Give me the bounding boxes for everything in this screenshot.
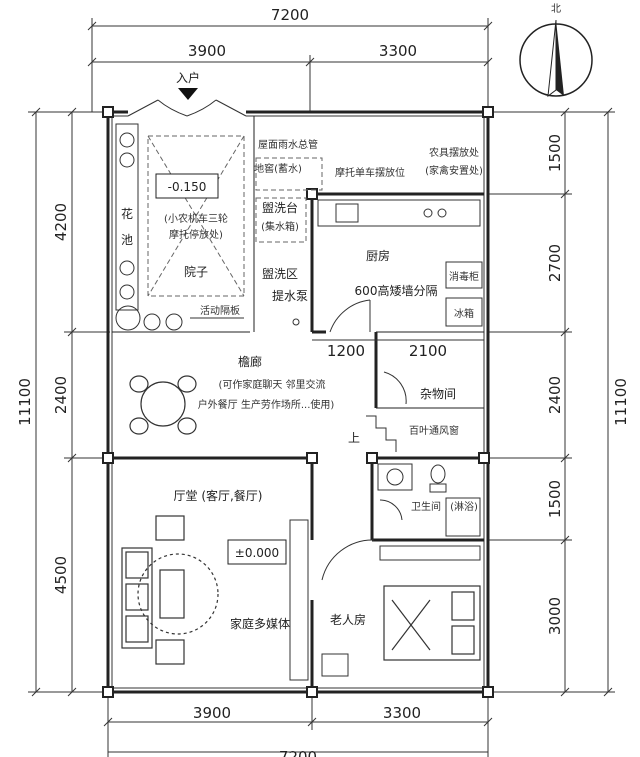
- disinfect-label: 消毒柜: [449, 270, 479, 283]
- elder-room-label: 老人房: [330, 612, 366, 627]
- dim-right-total: 11100: [612, 378, 630, 426]
- kitchen-counter: [317, 199, 481, 227]
- bathroom-label: 卫生间: [411, 500, 441, 513]
- stove-icon: [423, 208, 433, 218]
- hall-level-label: ±0.000: [235, 546, 279, 560]
- dim-bottom-total: 7200: [279, 748, 317, 757]
- moto-label: 摩托单车摆放位: [335, 166, 405, 179]
- dim-left-a: 4200: [52, 203, 70, 241]
- cellar-outline: [255, 157, 323, 191]
- entrance-label: 入户: [176, 70, 200, 85]
- level-marker-hall: [227, 539, 287, 565]
- farm-tools-label-2: (家禽安置处): [425, 164, 483, 177]
- fridge: [445, 297, 483, 327]
- interior-walls: [108, 116, 484, 692]
- kitchen-door-swing: [329, 299, 371, 333]
- plant-icons: [115, 132, 183, 331]
- north-label: 北: [551, 3, 561, 15]
- entrance-opening: [128, 108, 246, 118]
- dim-inner-b: 2100: [409, 342, 447, 360]
- flower-bed: [115, 123, 139, 311]
- media-cabinet: [289, 519, 309, 681]
- dim-right-a: 1500: [546, 134, 564, 172]
- dim-bottom-right: 3300: [383, 704, 421, 722]
- water-tank-label: (集水箱): [261, 220, 299, 233]
- dim-left-c: 4500: [52, 556, 70, 594]
- flower-bed-label-1: 花: [121, 206, 133, 221]
- yard-label: 院子: [184, 265, 208, 279]
- dim-bottom-left: 3900: [193, 704, 231, 722]
- fridge-label: 冰箱: [454, 307, 474, 320]
- dim-right-e: 3000: [546, 597, 564, 635]
- elder-door-swing: [321, 539, 375, 581]
- sliding-screen-label: 活动隔板: [200, 304, 240, 317]
- outer-walls: [106, 110, 490, 694]
- dimension-lines: [28, 18, 615, 757]
- sink-label: 盥洗台: [262, 200, 298, 215]
- dim-right-b: 2700: [546, 244, 564, 282]
- disinfect-cabinet: [445, 261, 483, 289]
- dim-inner-a: 1200: [327, 342, 365, 360]
- cabinet-label: 家庭多媒体: [230, 616, 290, 631]
- storage-door-swing: [383, 371, 407, 405]
- dim-right-c: 2400: [546, 376, 564, 414]
- dining-table: [129, 375, 197, 435]
- wardrobe: [379, 545, 481, 561]
- pump-icon: [292, 318, 300, 326]
- dim-top-left: 3900: [188, 42, 226, 60]
- entrance-gate: [127, 99, 247, 117]
- louver-label: 百叶通风窗: [409, 424, 459, 437]
- columns: [102, 106, 494, 698]
- dim-top-right: 3300: [379, 42, 417, 60]
- veranda-label: 檐廊: [238, 354, 262, 369]
- bathroom-door-swing: [379, 499, 403, 521]
- pump-label: 提水泵: [272, 288, 308, 303]
- kitchen-label: 厨房: [366, 248, 390, 263]
- level-marker-yard: [155, 173, 219, 199]
- veranda-note-2: 户外餐厅 生产劳作场所...使用): [198, 398, 335, 411]
- entrance-arrow-icon: [178, 88, 198, 100]
- shower-label: (淋浴): [450, 500, 478, 513]
- veranda-note-1: (可作家庭聊天 邻里交流: [218, 378, 325, 391]
- kitchen-sink-icon: [335, 203, 359, 223]
- stairs-up-label: 上: [348, 431, 360, 445]
- wash-area-label: 盥洗区: [262, 267, 298, 281]
- dim-left-total: 11100: [16, 378, 34, 426]
- dim-left-b: 2400: [52, 376, 70, 414]
- desk: [321, 653, 349, 677]
- bed: [383, 585, 481, 661]
- stairs: [366, 415, 397, 452]
- tricycle-label-1: (小农机车三轮: [164, 212, 228, 225]
- compass: 北: [519, 3, 593, 98]
- dim-right-d: 1500: [546, 480, 564, 518]
- sofa-set: [121, 515, 219, 665]
- partition-label: 600高矮墙分隔: [355, 283, 438, 298]
- bathroom-fixtures: [377, 463, 481, 537]
- storage-note-label: 地窖(蓄水): [254, 162, 302, 175]
- vehicle-parking-zone: [147, 135, 245, 297]
- water-tank-outline: [255, 197, 307, 243]
- dim-top-total: 7200: [271, 6, 309, 24]
- storage-room-label: 杂物间: [420, 387, 456, 401]
- farm-tools-label-1: 农具摆放处: [429, 146, 479, 159]
- hall-label: 厅堂 (客厅,餐厅): [174, 488, 263, 503]
- tricycle-label-2: 摩托停放处): [169, 228, 223, 241]
- yard-level-label: -0.150: [168, 180, 207, 194]
- flower-bed-label-2: 池: [121, 233, 133, 247]
- roof-pipe-label: 屋面雨水总管: [258, 138, 318, 151]
